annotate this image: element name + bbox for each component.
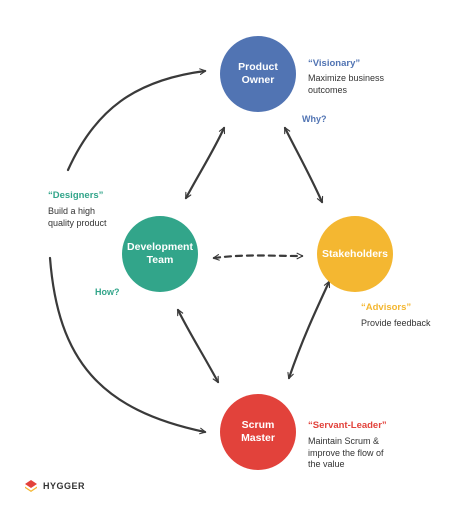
product-owner-role-description: Maximize business outcomes — [308, 73, 385, 95]
scrum-master-label: Scrum Master — [241, 419, 275, 444]
stakeholders-label: Stakeholders — [322, 247, 388, 260]
development-team-label: Development Team — [127, 241, 193, 266]
development-team-role-description: Build a high quality product — [48, 206, 107, 228]
stakeholders-role-description: Provide feedback — [361, 318, 431, 328]
product-owner-role-title: “Visionary” — [308, 58, 361, 69]
product-owner-node: Product Owner — [220, 36, 296, 112]
arrow-product-owner-stakeholders — [283, 126, 324, 204]
development-team-question: How? — [95, 287, 120, 297]
development-team-node: Development Team — [122, 216, 198, 292]
product-owner-label: Product Owner — [238, 61, 278, 86]
arrow-development-team-stakeholders — [212, 252, 304, 261]
arrow-stakeholders-scrum-master — [287, 280, 331, 380]
stakeholders-role-title: “Advisors” — [361, 302, 412, 313]
stakeholders-node: Stakeholders — [317, 216, 393, 292]
scrum-master-node: Scrum Master — [220, 394, 296, 470]
scrum-master-role-title: “Servant-Leader” — [308, 420, 387, 431]
logo-text: HYGGER — [43, 481, 86, 491]
arrow-development-team-scrum-master — [176, 308, 220, 384]
hygger-logo-icon — [25, 480, 37, 492]
hygger-logo: HYGGER — [24, 479, 85, 493]
arrow-product-owner-development-team — [184, 126, 226, 200]
scrum-master-role-description: Maintain Scrum & improve the flow of the… — [308, 436, 384, 469]
arrow-designers-to-scrum-master — [48, 256, 207, 435]
arrow-designers-to-product-owner — [66, 68, 207, 172]
product-owner-question: Why? — [302, 114, 327, 124]
development-team-role-title: “Designers” — [48, 190, 104, 201]
